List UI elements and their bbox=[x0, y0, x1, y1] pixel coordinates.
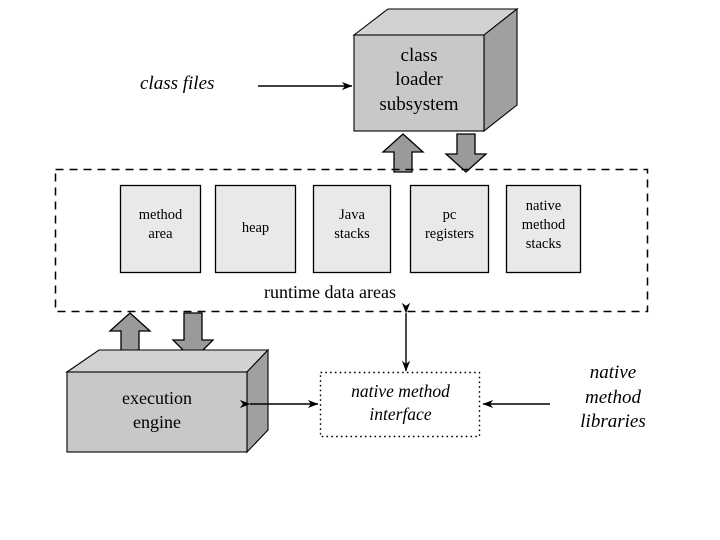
pc-registers-box bbox=[409, 184, 490, 274]
execution-engine-box bbox=[65, 348, 270, 454]
runtime-data-areas-container bbox=[54, 168, 649, 313]
native-method-interface-box bbox=[319, 371, 481, 438]
class-loader-front-face bbox=[353, 34, 485, 132]
execution-engine-front-face bbox=[66, 371, 248, 453]
method-area-box bbox=[119, 184, 202, 274]
loader-down-block-arrow bbox=[444, 133, 488, 173]
native-method-stacks-box bbox=[505, 184, 582, 274]
class-loader-subsystem-box bbox=[352, 7, 519, 133]
loader-up-block-arrow bbox=[381, 133, 425, 173]
heap-box bbox=[214, 184, 297, 274]
java-stacks-box bbox=[312, 184, 392, 274]
execution-engine-top-face bbox=[65, 349, 270, 373]
